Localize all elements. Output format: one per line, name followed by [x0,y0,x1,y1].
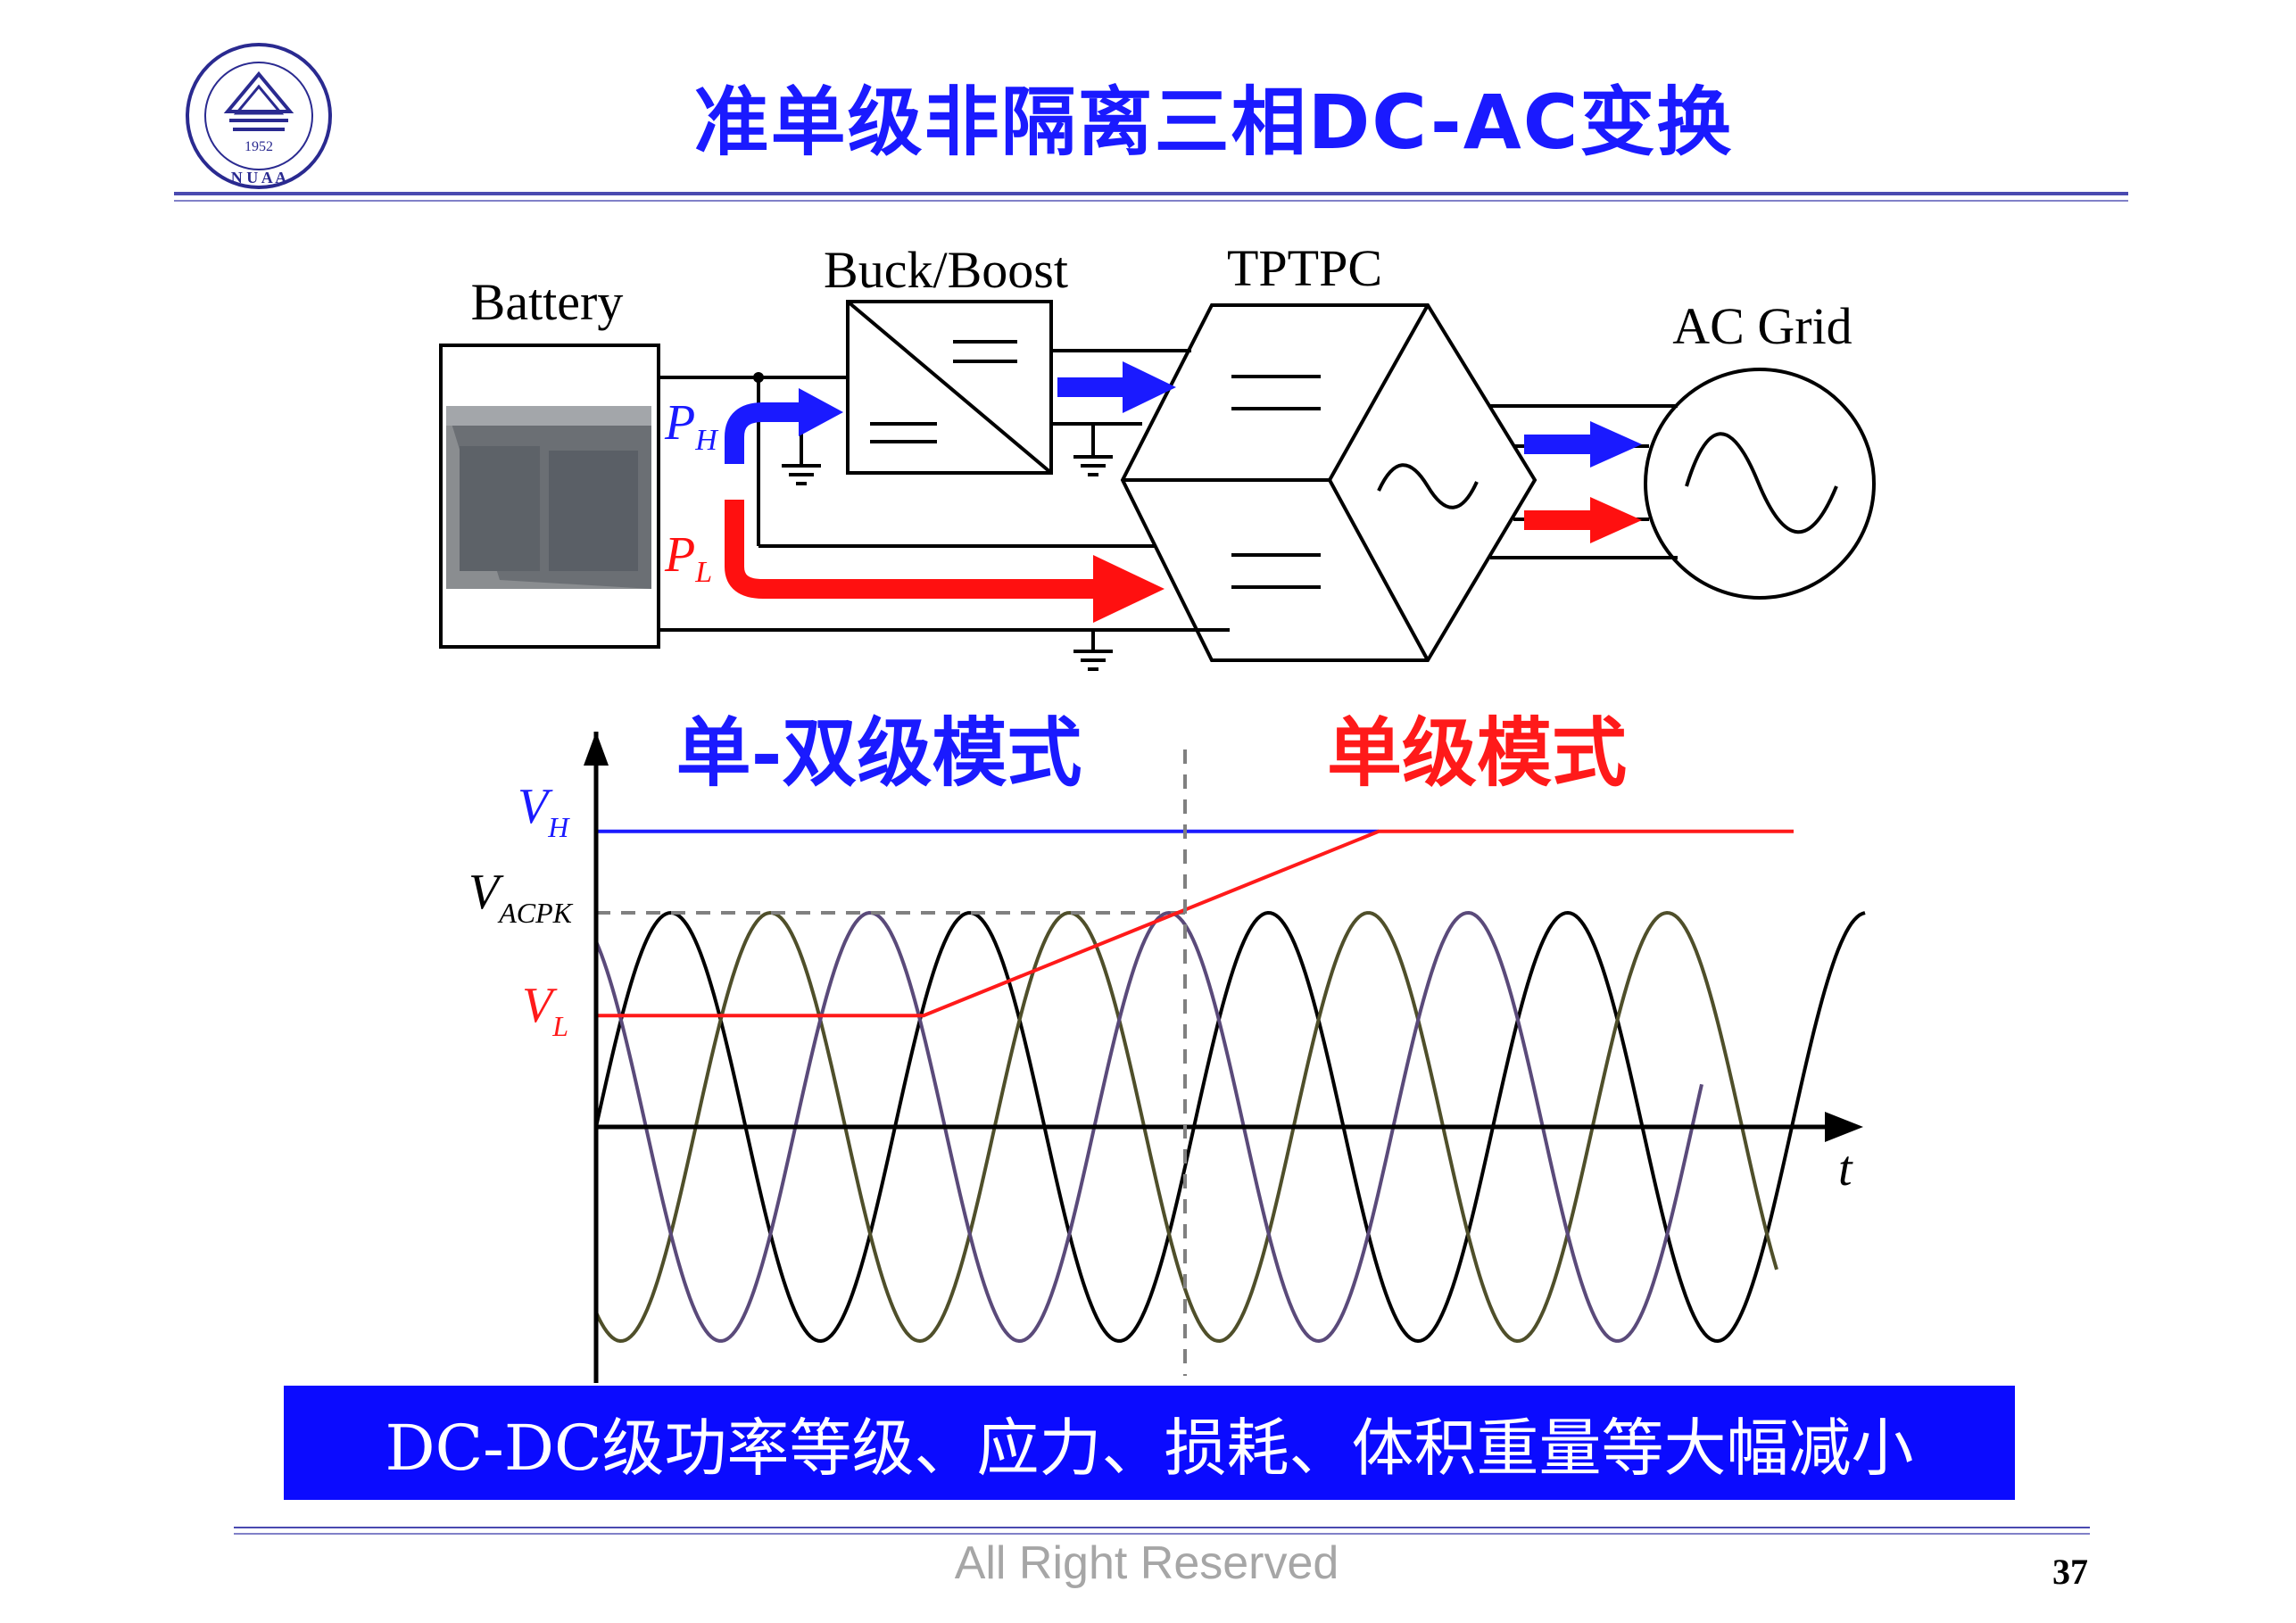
waveform-chart: 单-双级模式 单级模式 t VH VACPK VL [468,708,1866,1383]
page-number: 37 [2052,1552,2088,1592]
ph-label: PH [664,395,719,457]
level-lines [596,829,1794,1018]
phase-wave-2 [594,910,1778,1344]
ph-arrow [725,361,1642,468]
phase-wave-1 [594,910,1866,1344]
logo-abbr: N U A A [231,169,287,186]
footer-rule-thin [234,1533,2090,1535]
slide-title: 准单级非隔离三相DC-AC变换 [693,79,1734,166]
mode-single-label: 单级模式 [1327,708,1627,797]
summary-text: DC-DC级功率等级、应力、损耗、体积重量等大幅减小 [385,1411,1914,1485]
pl-arrow [725,497,1642,623]
block-diagram: Battery Buck/Boost TPTPC AC [439,239,1876,671]
tptpc-block [1120,303,1538,662]
vl-line [596,829,1794,1018]
phase-wave-3 [594,910,1703,1344]
title-rule [174,192,2128,195]
summary-banner: DC-DC级功率等级、应力、损耗、体积重量等大幅减小 [284,1386,2015,1500]
nuaa-logo: 1952 N U A A [186,43,332,189]
battery-photo [446,406,651,589]
vh-label: VH [518,779,570,843]
ac-grid-label: AC Grid [1672,297,1852,355]
pl-label: PL [664,527,712,589]
logo-year: 1952 [245,139,273,154]
footer-rule [234,1527,2090,1528]
tptpc-label: TPTPC [1227,239,1382,297]
battery-label: Battery [471,273,624,331]
y-axis-arrow [584,732,609,766]
vl-label: VL [522,978,568,1042]
footer-text: All Right Reserved [954,1537,1339,1589]
buck-boost-label: Buck/Boost [824,241,1068,299]
x-axis-label: t [1838,1141,1853,1197]
vacpk-label: VACPK [468,865,574,929]
title-rule-thin [174,200,2128,202]
phase-waves [594,910,1866,1344]
x-axis-arrow [1825,1112,1863,1142]
mode-dual-label: 单-双级模式 [676,708,1082,797]
